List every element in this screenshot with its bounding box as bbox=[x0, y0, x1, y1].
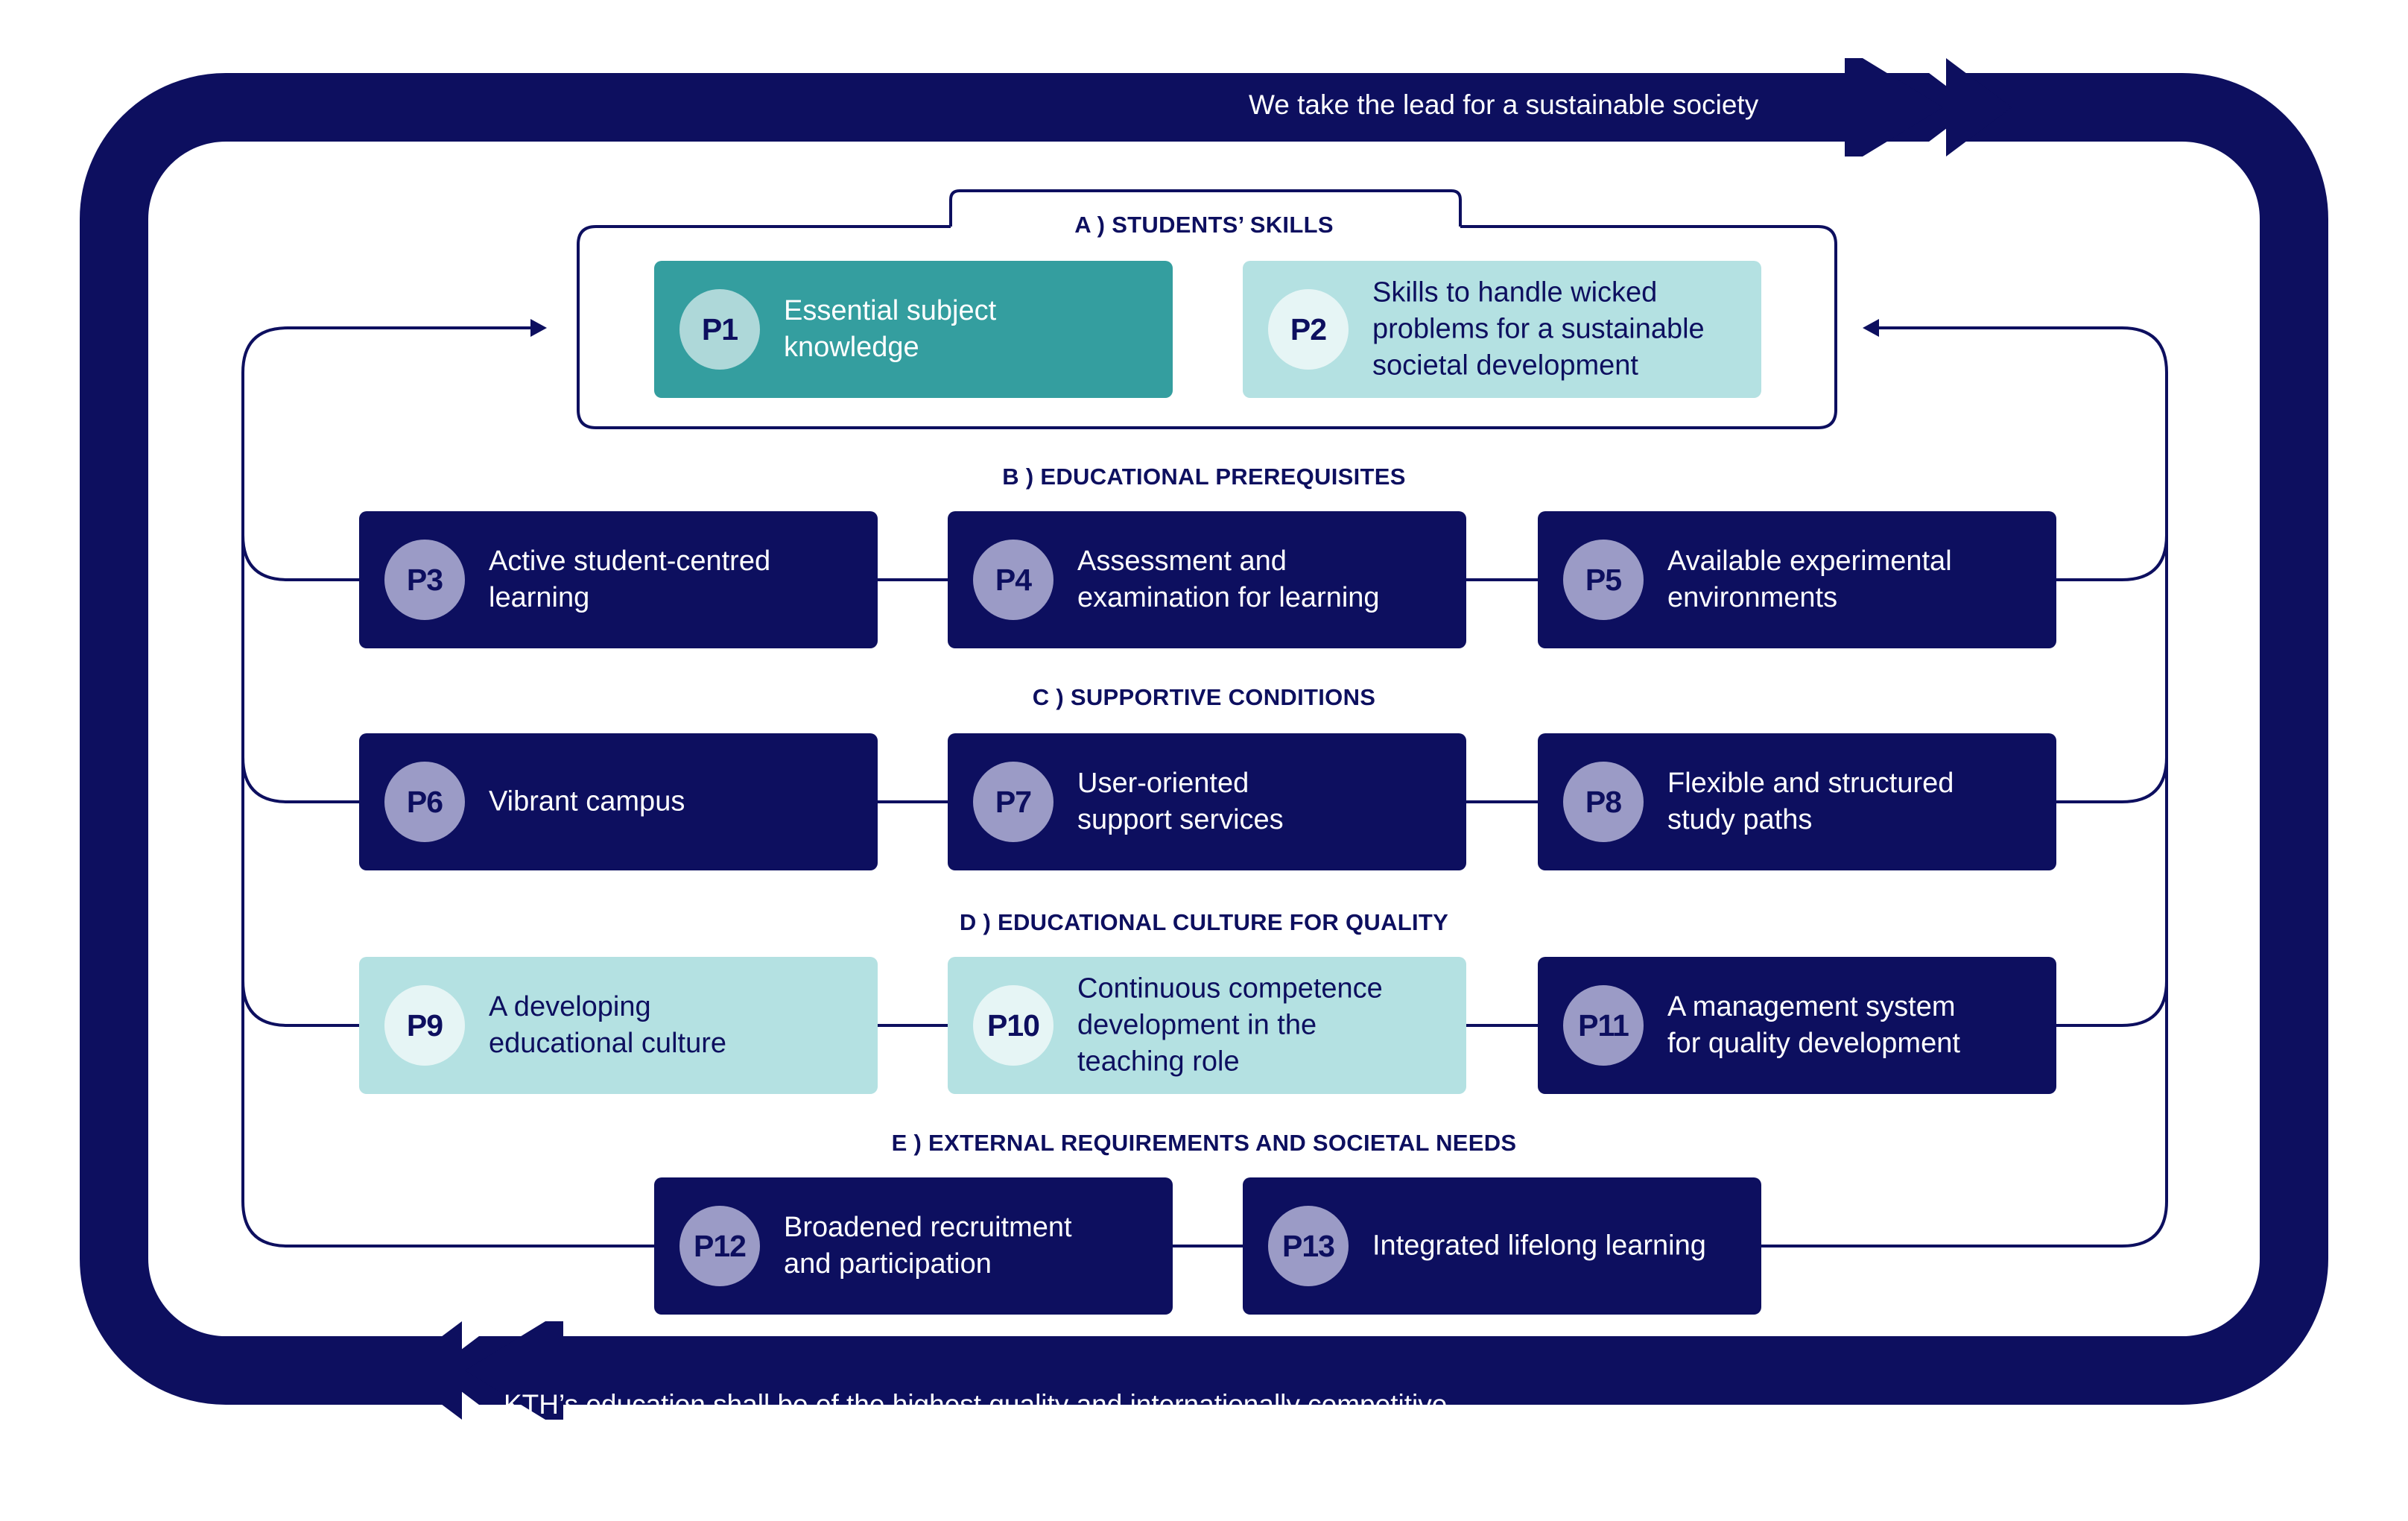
bottom-arrow-tip bbox=[396, 1321, 462, 1420]
cycle-band bbox=[80, 73, 2328, 1405]
principle-label: Vibrant campus bbox=[489, 785, 685, 818]
principle-card-p9: P9 A developing educational culture bbox=[359, 957, 878, 1094]
principle-label: A developing educational culture bbox=[489, 991, 726, 1059]
top-banner-text: We take the lead for a sustainable socie… bbox=[1249, 89, 1759, 120]
principle-card-p11: P11 A management system for quality deve… bbox=[1538, 957, 2056, 1094]
principle-label: Active student-centred learning bbox=[489, 546, 771, 613]
principle-badge: P6 bbox=[384, 762, 465, 842]
principle-label: Available experimental environments bbox=[1667, 546, 1952, 613]
principle-badge: P3 bbox=[384, 540, 465, 620]
principle-badge: P1 bbox=[679, 289, 760, 370]
principle-label: Continuous competence development in the… bbox=[1077, 973, 1383, 1078]
principle-card-p10: P10 Continuous competence development in… bbox=[948, 957, 1466, 1094]
principle-badge: P7 bbox=[973, 762, 1054, 842]
group-a-tab bbox=[949, 189, 1462, 227]
principle-badge: P11 bbox=[1563, 985, 1644, 1066]
heading-supportive-conditions: C ) SUPPORTIVE CONDITIONS bbox=[1032, 684, 1376, 710]
principle-badge: P4 bbox=[973, 540, 1054, 620]
top-arrow-head bbox=[1845, 58, 1943, 156]
principle-card-p3: P3 Active student-centred learning bbox=[359, 511, 878, 648]
principle-badge: P13 bbox=[1268, 1206, 1349, 1286]
heading-students-skills: A ) STUDENTS’ SKILLS bbox=[1074, 212, 1334, 238]
principle-card-p1: P1 Essential subject knowledge bbox=[654, 261, 1173, 398]
principle-card-p12: P12 Broadened recruitment and participat… bbox=[654, 1177, 1173, 1315]
top-arrow-tip bbox=[1946, 58, 2012, 156]
principle-card-p7: P7 User-oriented support services bbox=[948, 733, 1466, 870]
principle-card-p6: P6 Vibrant campus bbox=[359, 733, 878, 870]
heading-educational-culture: D ) EDUCATIONAL CULTURE FOR QUALITY bbox=[959, 909, 1449, 935]
principle-badge: P12 bbox=[679, 1206, 760, 1286]
principle-label: Broadened recruitment and participation bbox=[784, 1212, 1072, 1280]
principle-card-p8: P8 Flexible and structured study paths bbox=[1538, 733, 2056, 870]
right-feedback-line bbox=[1758, 326, 2168, 1248]
left-feedback-line bbox=[241, 326, 654, 1248]
principle-badge: P2 bbox=[1268, 289, 1349, 370]
principle-badge: P5 bbox=[1563, 540, 1644, 620]
principle-card-p2: P2 Skills to handle wicked problems for … bbox=[1243, 261, 1761, 398]
principle-label: Integrated lifelong learning bbox=[1372, 1230, 1706, 1262]
principle-label: A management system for quality developm… bbox=[1667, 991, 1960, 1059]
right-feedback-arrow bbox=[1863, 319, 1879, 337]
principle-card-p5: P5 Available experimental environments bbox=[1538, 511, 2056, 648]
bottom-arrow-head bbox=[465, 1321, 563, 1420]
principle-label: Flexible and structured study paths bbox=[1667, 768, 1954, 835]
left-feedback-arrow bbox=[530, 319, 547, 337]
heading-external-requirements: E ) EXTERNAL REQUIREMENTS AND SOCIETAL N… bbox=[891, 1130, 1517, 1156]
heading-educational-prerequisites: B ) EDUCATIONAL PREREQUISITES bbox=[1002, 464, 1406, 490]
principle-label: Skills to handle wicked problems for a s… bbox=[1372, 276, 1705, 382]
principle-badge: P9 bbox=[384, 985, 465, 1066]
principle-card-p4: P4 Assessment and examination for learni… bbox=[948, 511, 1466, 648]
principle-label: User-oriented support services bbox=[1077, 768, 1284, 835]
principle-badge: P10 bbox=[973, 985, 1054, 1066]
group-a-border bbox=[577, 225, 1837, 429]
bottom-banner-text: KTH’s education shall be of the highest … bbox=[504, 1389, 1448, 1420]
principle-card-p13: P13 Integrated lifelong learning bbox=[1243, 1177, 1761, 1315]
principle-label: Assessment and examination for learning bbox=[1077, 546, 1380, 613]
principle-badge: P8 bbox=[1563, 762, 1644, 842]
principle-label: Essential subject knowledge bbox=[784, 295, 997, 363]
